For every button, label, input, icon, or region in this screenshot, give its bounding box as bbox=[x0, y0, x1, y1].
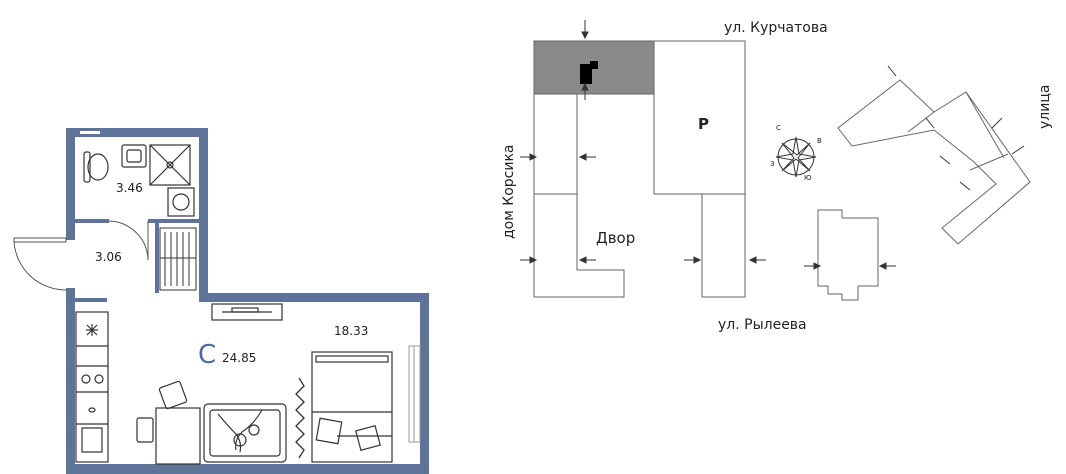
tv-stand bbox=[211, 303, 283, 321]
street-west: дом Корсика bbox=[501, 144, 517, 239]
room-divider-icon bbox=[295, 377, 305, 459]
sink-icon bbox=[121, 144, 147, 168]
bathroom-door bbox=[108, 220, 149, 261]
street-north: ул. Курчатова bbox=[724, 20, 828, 36]
sofa-icon bbox=[203, 403, 287, 463]
area-bathroom: 3.46 bbox=[116, 181, 143, 195]
washing-machine-icon bbox=[167, 187, 195, 217]
compass-icon bbox=[775, 136, 817, 178]
dining-table bbox=[136, 380, 201, 465]
bed-icon bbox=[311, 351, 393, 463]
parking-label: Р bbox=[698, 115, 709, 133]
buildings bbox=[533, 40, 1031, 301]
area-total: 24.85 bbox=[222, 351, 257, 365]
compass-west: З bbox=[770, 160, 775, 168]
entrance-door bbox=[13, 237, 67, 291]
yard-label: Двор bbox=[596, 229, 636, 247]
kitchen-counter bbox=[75, 311, 109, 463]
street-east: улица bbox=[1037, 84, 1053, 129]
vent bbox=[80, 131, 100, 134]
compass-east: В bbox=[817, 137, 822, 145]
apartment-marker-icon bbox=[580, 61, 598, 84]
apartment-type-letter: С bbox=[198, 340, 217, 370]
compass-north: С bbox=[776, 124, 781, 132]
compass-south: Ю bbox=[804, 174, 812, 182]
wardrobe-icon bbox=[159, 227, 197, 291]
entrance-arrows bbox=[520, 20, 1025, 270]
walls bbox=[66, 128, 429, 474]
area-room: 18.33 bbox=[334, 324, 369, 338]
street-south: ул. Рылеева bbox=[718, 317, 807, 333]
area-hallway: 3.06 bbox=[95, 250, 122, 264]
shower-icon bbox=[149, 144, 191, 186]
window bbox=[408, 345, 421, 443]
toilet-icon bbox=[83, 151, 109, 183]
